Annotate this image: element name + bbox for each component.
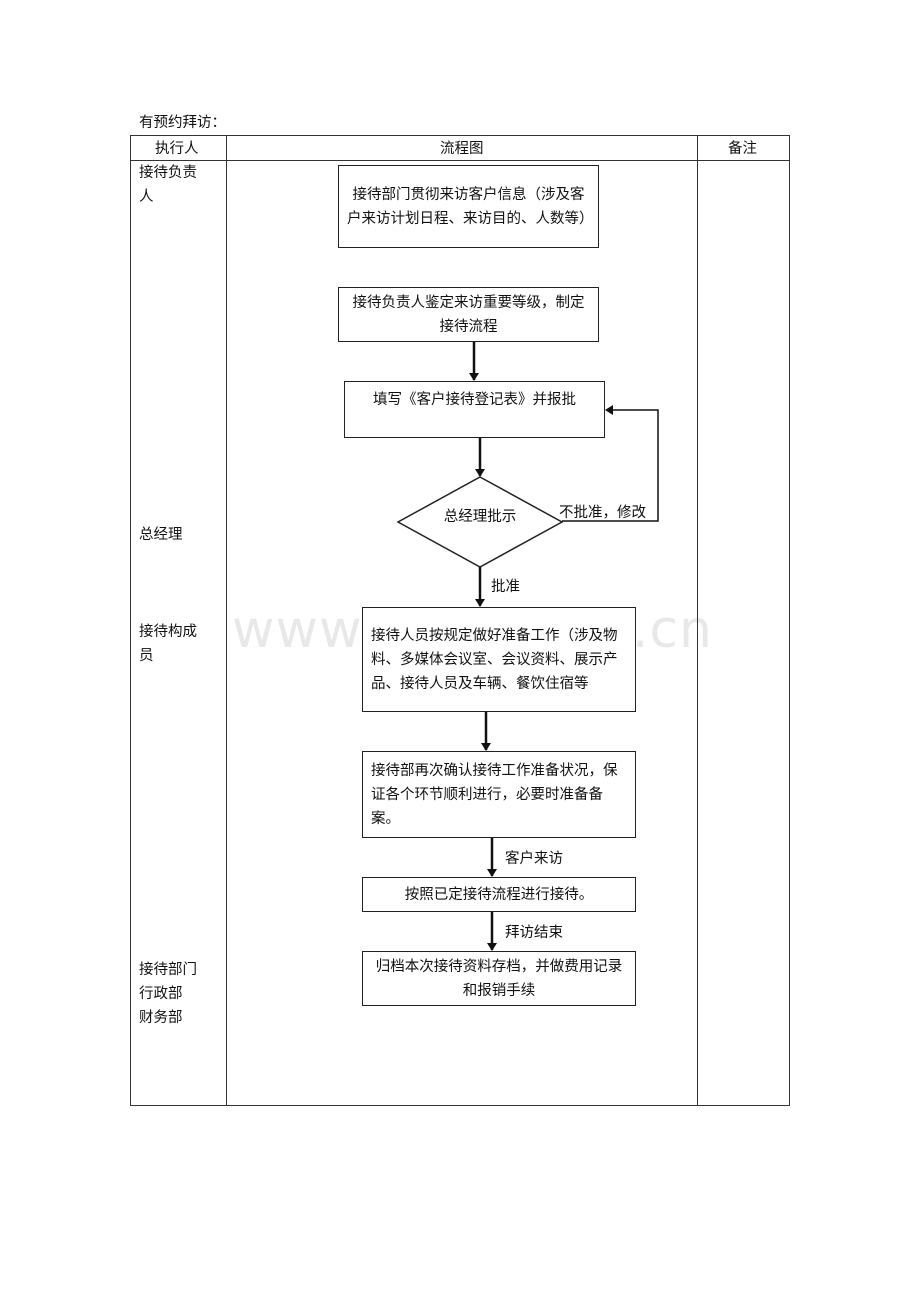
step-5-box: 接待部再次确认接待工作准备状况，保证各个环节顺利进行，必要时准备备案。 — [362, 751, 636, 838]
role-departments: 接待部门 行政部 财务部 — [139, 962, 197, 1026]
step-4-box: 接待人员按规定做好准备工作（涉及物料、多媒体会议室、会议资料、展示产品、接待人员… — [362, 607, 636, 712]
role-general-manager: 总经理 — [139, 527, 183, 543]
step-3-box: 填写《客户接待登记表》并报批 — [344, 381, 605, 438]
step-2-box: 接待负责人鉴定来访重要等级，制定接待流程 — [338, 287, 599, 342]
decision-label: 总经理批示 — [443, 509, 517, 525]
edge-label-reject: 不批准，修改 — [559, 505, 646, 521]
step-6-box: 按照已定接待流程进行接待。 — [362, 877, 636, 912]
role-reception-members: 接待构成员 — [139, 624, 197, 664]
header-flowchart: 流程图 — [440, 141, 484, 157]
edge-label-end: 拜访结束 — [505, 925, 563, 941]
table-grid — [130, 135, 790, 1106]
edge-label-approve: 批准 — [491, 579, 520, 595]
role-reception-lead: 接待负责人 — [139, 165, 197, 205]
step-1-box: 接待部门贯彻来访客户信息（涉及客户来访计划日程、来访目的、人数等） — [338, 165, 599, 248]
doc-title: 有预约拜访： — [139, 115, 226, 131]
reject-loop-arrow — [562, 405, 659, 522]
header-remarks: 备注 — [728, 141, 757, 157]
step-7-box: 归档本次接待资料存档，并做费用记录和报销手续 — [362, 951, 636, 1006]
header-executor: 执行人 — [155, 141, 199, 157]
edge-label-visit: 客户来访 — [505, 851, 563, 867]
